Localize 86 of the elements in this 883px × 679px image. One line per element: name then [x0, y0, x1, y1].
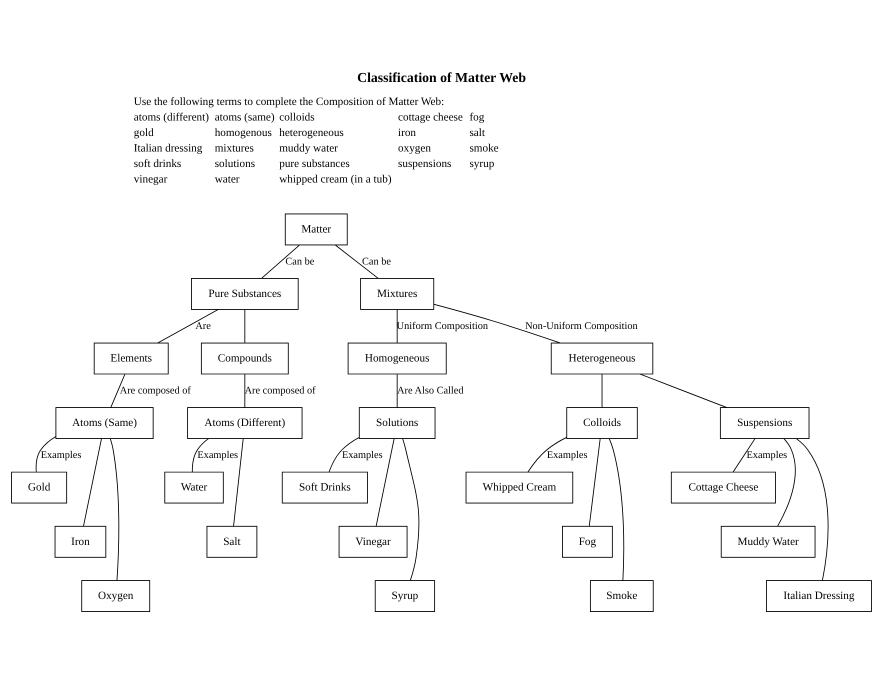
edge-label: Are Also Called: [397, 384, 464, 396]
connector: [608, 438, 624, 580]
connector: [233, 438, 244, 526]
label: pure substances: [279, 157, 350, 170]
edge-label: Are: [195, 320, 211, 332]
label: smoke: [469, 142, 499, 154]
connector: [261, 244, 300, 278]
node-box: Oxygen: [81, 580, 150, 612]
label: solutions: [214, 157, 256, 170]
connector: [732, 438, 756, 472]
connector: [157, 308, 219, 343]
node-box: Mixtures: [360, 278, 434, 310]
connector: [376, 438, 395, 526]
node-box: Atoms (Same): [55, 406, 154, 438]
node-box: Smoke: [590, 580, 654, 612]
connector: [640, 373, 728, 408]
node-box: Pure Substances: [191, 278, 299, 310]
label: mixtures: [214, 142, 254, 154]
label: Use the following terms to complete the Composition of Matter Web:: [134, 95, 444, 108]
node-box: Colloids: [566, 406, 638, 438]
label: atoms (different): [134, 110, 209, 123]
label: atoms (same): [214, 110, 275, 123]
label: cottage cheese: [398, 110, 463, 123]
label: water: [214, 172, 240, 185]
connector: [36, 436, 56, 472]
connector: [244, 308, 246, 343]
label: soft drinks: [134, 157, 182, 170]
connector: [192, 438, 209, 472]
label: suspensions: [398, 157, 452, 170]
node-box: Iron: [54, 525, 106, 558]
node-box: Elements: [94, 342, 169, 374]
connector: [83, 438, 102, 526]
label: muddy water: [279, 142, 338, 154]
connector: [527, 436, 568, 472]
node-box: Atoms (Different): [187, 406, 302, 438]
node-box: Suspensions: [720, 406, 810, 438]
node-box: Solutions: [358, 406, 436, 438]
label: syrup: [469, 157, 494, 170]
label: whipped cream (in a tub): [279, 172, 392, 185]
label: heterogeneous: [279, 126, 344, 138]
edge-label: Examples: [40, 450, 82, 461]
connector: [777, 438, 796, 526]
connector: [335, 244, 379, 278]
edge-label: Examples: [197, 450, 238, 461]
connector: [434, 303, 561, 343]
label: salt: [469, 126, 485, 138]
node-box: Gold: [11, 471, 68, 504]
label: gold: [134, 126, 154, 138]
connector: [244, 373, 246, 408]
label: fog: [469, 110, 484, 123]
edge-label: Are composed of: [244, 384, 316, 396]
connector: [328, 436, 360, 472]
connector: [402, 438, 420, 580]
node-box: Water: [164, 471, 224, 504]
node-box: Fog: [562, 525, 613, 558]
label: Italian dressing: [134, 142, 202, 154]
label: colloids: [279, 110, 315, 123]
connector: [588, 438, 601, 526]
diagram-title: Classification of Matter Web: [357, 70, 526, 85]
node-box: Vinegar: [338, 525, 408, 558]
connector: [396, 373, 398, 408]
node-box: Syrup: [374, 580, 436, 612]
node-box: Homogeneous: [348, 342, 447, 374]
node-box: Matter: [284, 212, 348, 245]
edge-label: Are composed of: [120, 384, 191, 396]
edge-label: Can be: [362, 256, 391, 267]
node-box: Compounds: [200, 342, 289, 374]
edge-label: Examples: [746, 450, 788, 461]
edge-label: Examples: [342, 450, 383, 461]
connector: [110, 373, 126, 408]
edge-label: Examples: [546, 450, 588, 461]
edge-label: Non-Uniform Composition: [525, 320, 638, 332]
node-box: Heterogeneous: [550, 342, 654, 374]
connector: [110, 438, 120, 580]
label: oxygen: [398, 142, 431, 154]
connector: [796, 438, 828, 580]
label: homogenous: [214, 126, 272, 138]
node-box: Cottage Cheese: [670, 471, 776, 504]
node-box: Whipped Cream: [466, 471, 574, 504]
label: vinegar: [134, 172, 168, 185]
label: iron: [398, 126, 416, 138]
node-box: Salt: [206, 525, 258, 558]
node-box: Italian Dressing: [766, 580, 872, 612]
node-box: Soft Drinks: [282, 471, 368, 504]
node-box: Muddy Water: [720, 525, 816, 558]
edge-label: Can be: [285, 256, 314, 267]
